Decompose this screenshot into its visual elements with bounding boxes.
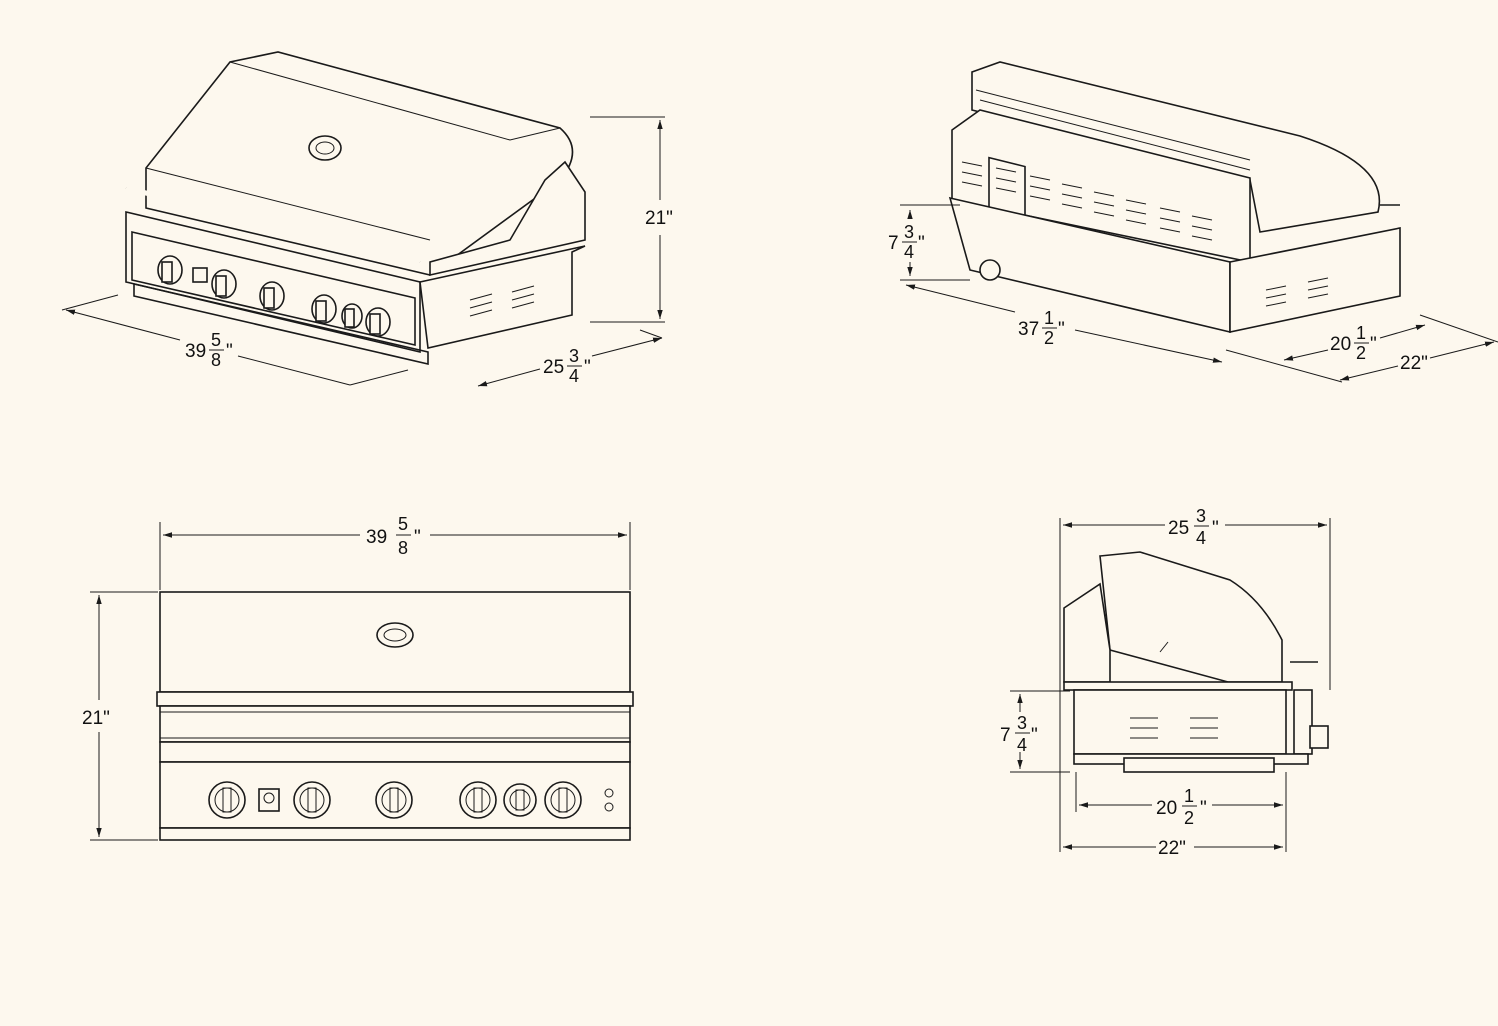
svg-text:1: 1 <box>1044 308 1054 328</box>
knob-icon <box>208 781 582 819</box>
svg-text:8: 8 <box>211 350 221 370</box>
svg-text:3: 3 <box>1017 713 1027 733</box>
svg-text:39: 39 <box>366 527 387 548</box>
svg-text:3: 3 <box>569 346 579 366</box>
svg-text:2: 2 <box>1184 808 1194 828</box>
svg-text:1: 1 <box>1184 786 1194 806</box>
svg-text:8: 8 <box>398 538 408 558</box>
svg-text:3: 3 <box>1196 506 1206 526</box>
svg-text:": " <box>1058 319 1065 340</box>
svg-text:25: 25 <box>1168 518 1189 539</box>
front-elev-height-label: 21" <box>82 708 110 729</box>
svg-text:20: 20 <box>1330 334 1351 355</box>
svg-text:25: 25 <box>543 357 564 378</box>
svg-text:4: 4 <box>569 366 579 386</box>
svg-text:": " <box>226 341 233 362</box>
side-elevation-view: 25 3 4 " 7 3 4 " 20 1 2 " 22" <box>1000 506 1331 859</box>
svg-text:": " <box>1031 725 1038 746</box>
svg-text:7: 7 <box>1000 725 1011 746</box>
front-elev-width-label: 39 5 8 " <box>366 514 421 558</box>
svg-text:4: 4 <box>904 242 914 262</box>
front-iso-depth-label: 25 3 4 " <box>543 346 591 386</box>
svg-text:2: 2 <box>1044 328 1054 348</box>
svg-text:1: 1 <box>1356 323 1366 343</box>
rear-iso-view: 7 3 4 " 37 1 2 " 20 1 2 " 22" <box>888 61 1498 383</box>
svg-text:3: 3 <box>904 222 914 242</box>
side-cutout-height-label: 7 3 4 " <box>1000 713 1038 755</box>
side-depth-label: 25 3 4 " <box>1168 506 1219 548</box>
svg-text:4: 4 <box>1196 528 1206 548</box>
rear-cutout-width-label: 37 1 2 " <box>1018 308 1065 348</box>
front-elevation-view: 39 5 8 " 21" <box>82 514 634 841</box>
front-iso-view: 21" 39 5 8 " 25 3 4 " <box>61 51 673 387</box>
svg-text:": " <box>1212 518 1219 539</box>
svg-text:": " <box>1200 798 1207 819</box>
svg-text:4: 4 <box>1017 735 1027 755</box>
svg-text:7: 7 <box>888 233 899 254</box>
svg-text:39: 39 <box>185 341 206 362</box>
svg-text:": " <box>1370 334 1377 355</box>
svg-text:37: 37 <box>1018 319 1039 340</box>
svg-text:": " <box>414 527 421 548</box>
side-cutout-depth-label: 20 1 2 " <box>1156 786 1207 828</box>
svg-text:5: 5 <box>398 514 408 534</box>
svg-text:": " <box>918 233 925 254</box>
svg-text:20: 20 <box>1156 798 1177 819</box>
front-iso-height-label: 21" <box>645 208 673 229</box>
front-iso-width-label: 39 5 8 " <box>185 330 233 370</box>
knob-icon <box>157 255 391 337</box>
svg-text:5: 5 <box>211 330 221 350</box>
rear-depth-label: 22" <box>1400 353 1428 374</box>
rear-cutout-height-label: 7 3 4 " <box>888 222 925 262</box>
svg-text:": " <box>584 357 591 378</box>
side-base-depth-label: 22" <box>1158 838 1186 859</box>
svg-text:2: 2 <box>1356 343 1366 363</box>
rear-cutout-depth-label: 20 1 2 " <box>1330 323 1377 363</box>
